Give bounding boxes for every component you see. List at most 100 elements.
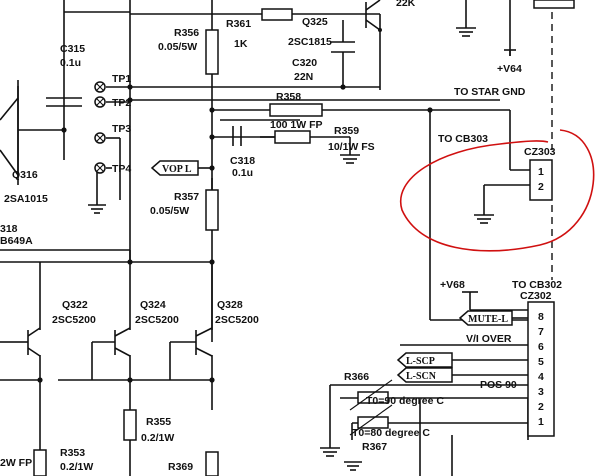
r361-ref: R361 [226, 18, 251, 30]
vop-flag-text: VOP L [162, 164, 192, 175]
cz302-pin-1: 1 [538, 416, 544, 428]
ground-symbol-tp4 [88, 204, 106, 214]
ground-symbol-cz303 [474, 214, 494, 224]
tp2-label: TP2 [112, 97, 131, 109]
q316-ref: Q316 [12, 169, 38, 181]
cz302-connector [527, 301, 555, 437]
pos90-label: POS 90 [480, 379, 517, 391]
thermistor-arrow-2 [349, 404, 393, 436]
r358-ref: R358 [276, 91, 301, 103]
mute-flag-text: MUTE-L [468, 314, 508, 325]
c320-ref: C320 [292, 57, 317, 69]
c318-ref: C318 [230, 155, 255, 167]
q318-value: B649A [0, 235, 33, 247]
cz303-pin-1: 1 [538, 166, 544, 178]
ground-symbol-r367 [344, 461, 362, 471]
q316-value: 2SA1015 [4, 193, 48, 205]
cz303-pin-2: 2 [538, 181, 544, 193]
vop-flag [150, 160, 199, 176]
r356-value: 0.05/5W [158, 41, 197, 53]
c315-symbol [46, 97, 82, 107]
r366-body [357, 391, 389, 404]
r358-body [269, 103, 323, 117]
r359-body [274, 130, 311, 144]
q324-value: 2SC5200 [135, 314, 179, 326]
cz302-ref-label: CZ302 [520, 290, 552, 302]
r357-body [205, 189, 219, 231]
ground-symbol-r366 [320, 447, 340, 457]
cz302-pin-3: 3 [538, 386, 544, 398]
r366-ref: R366 [344, 371, 369, 383]
r359-value: 10/1W FS [328, 141, 375, 153]
lscn-flag [396, 367, 453, 383]
c318-symbol [232, 126, 242, 146]
r355-value: 0.2/1W [141, 432, 174, 444]
cz302-pin-4: 4 [538, 371, 544, 383]
r355-body [123, 409, 137, 441]
v68-label: +V68 [440, 279, 465, 291]
star-gnd-label: TO STAR GND [454, 86, 526, 98]
r369-body [205, 451, 219, 476]
test-point-tp4 [94, 162, 106, 174]
r353-ref: R353 [60, 447, 85, 459]
q322-ref: Q322 [62, 299, 88, 311]
ground-symbol-r359 [340, 154, 360, 164]
lscn-flag-text: L-SCN [406, 371, 437, 382]
lscp-flag [396, 352, 453, 368]
ground-symbol-top [456, 27, 476, 37]
cz302-pin-5: 5 [538, 356, 544, 368]
wires [0, 0, 530, 476]
thermistor-arrow-1 [349, 379, 393, 411]
q322-transistor [27, 327, 41, 357]
cz302-pin-8: 8 [538, 311, 544, 323]
r353-value: 0.2/1W [60, 461, 93, 473]
partial-box-top [533, 0, 575, 9]
r361-value: 1K [234, 38, 248, 50]
lscp-flag-text: L-SCP [406, 356, 435, 367]
thermistor-1-label: T0=90 degree C [366, 395, 444, 407]
r358-value: 100 1W FP [270, 119, 323, 131]
cz302-pin-2: 2 [538, 401, 544, 413]
cz303-connector [529, 159, 553, 201]
q325-ref: Q325 [302, 16, 328, 28]
cz302-pin-6: 6 [538, 341, 544, 353]
c320-value: 22N [294, 71, 313, 83]
v64-label: +V64 [497, 63, 522, 75]
thermistor-2-label: T0=80 degree C [352, 427, 430, 439]
r-partial-value: 2W FP [0, 457, 32, 469]
tp4-label: TP4 [112, 163, 131, 175]
tp1-label: TP1 [112, 73, 131, 85]
q328-transistor [195, 327, 213, 357]
r353-body [33, 449, 47, 476]
highlight-ellipse [399, 129, 595, 252]
r369-ref: R369 [168, 461, 193, 473]
r367-ref: R367 [362, 441, 387, 453]
q324-transistor [114, 327, 131, 357]
test-point-tp2 [94, 96, 106, 108]
vi-over-label: V/I OVER [466, 333, 512, 345]
cz302-to-label: TO CB302 [512, 279, 562, 291]
q328-ref: Q328 [217, 299, 243, 311]
r357-ref: R357 [174, 191, 199, 203]
c320-symbol [331, 41, 355, 53]
c315-value: 0.1u [60, 57, 81, 69]
cz303-ref-label: CZ303 [524, 146, 556, 158]
test-point-tp1 [94, 81, 106, 93]
r359-ref: R359 [334, 125, 359, 137]
tp3-label: TP3 [112, 123, 131, 135]
r361-body [261, 8, 293, 21]
c315-ref: C315 [60, 43, 85, 55]
q328-value: 2SC5200 [215, 314, 259, 326]
c318-value: 0.1u [232, 167, 253, 179]
cz302-pin-7: 7 [538, 326, 544, 338]
q318-ref: 318 [0, 223, 18, 235]
v64-arrow [504, 49, 516, 56]
r356-body [205, 29, 219, 75]
r357-value: 0.05/5W [150, 205, 189, 217]
r367-body [357, 416, 389, 429]
q325-value: 2SC1815 [288, 36, 332, 48]
cz303-to-label: TO CB303 [438, 133, 488, 145]
test-point-tp3 [94, 132, 106, 144]
q324-ref: Q324 [140, 299, 166, 311]
